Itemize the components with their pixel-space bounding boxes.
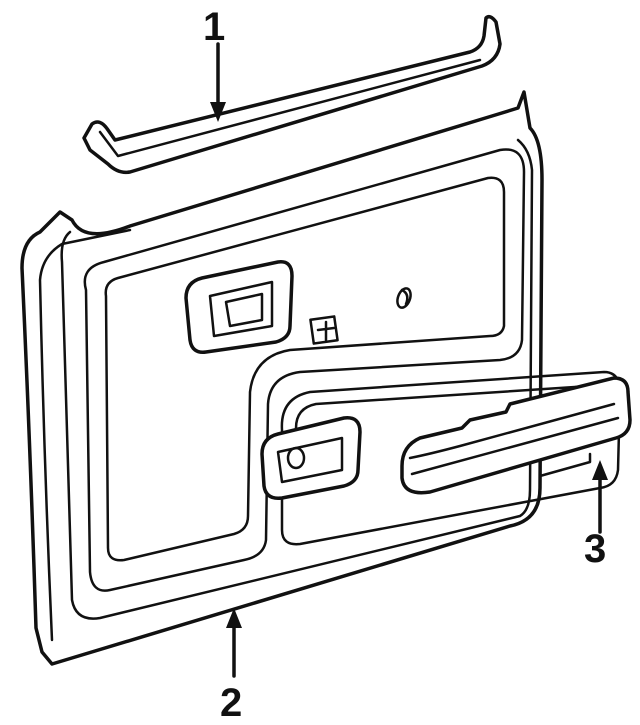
part-1-weatherstrip[interactable]: [82, 14, 502, 175]
leader-arrow-2: [226, 608, 242, 678]
callout-1: 1: [203, 5, 225, 49]
part-2-door-trim-panel[interactable]: [20, 90, 622, 666]
leader-arrow-1: [210, 42, 226, 122]
part-3-armrest[interactable]: [400, 376, 632, 495]
callout-3: 3: [584, 527, 606, 571]
leader-arrow-3: [592, 460, 608, 534]
crank-clip: [396, 287, 412, 309]
lock-knob[interactable]: [309, 315, 339, 345]
lower-handle-bezel[interactable]: [260, 416, 362, 500]
inside-handle-bezel[interactable]: [184, 260, 294, 354]
callout-2: 2: [220, 681, 242, 725]
